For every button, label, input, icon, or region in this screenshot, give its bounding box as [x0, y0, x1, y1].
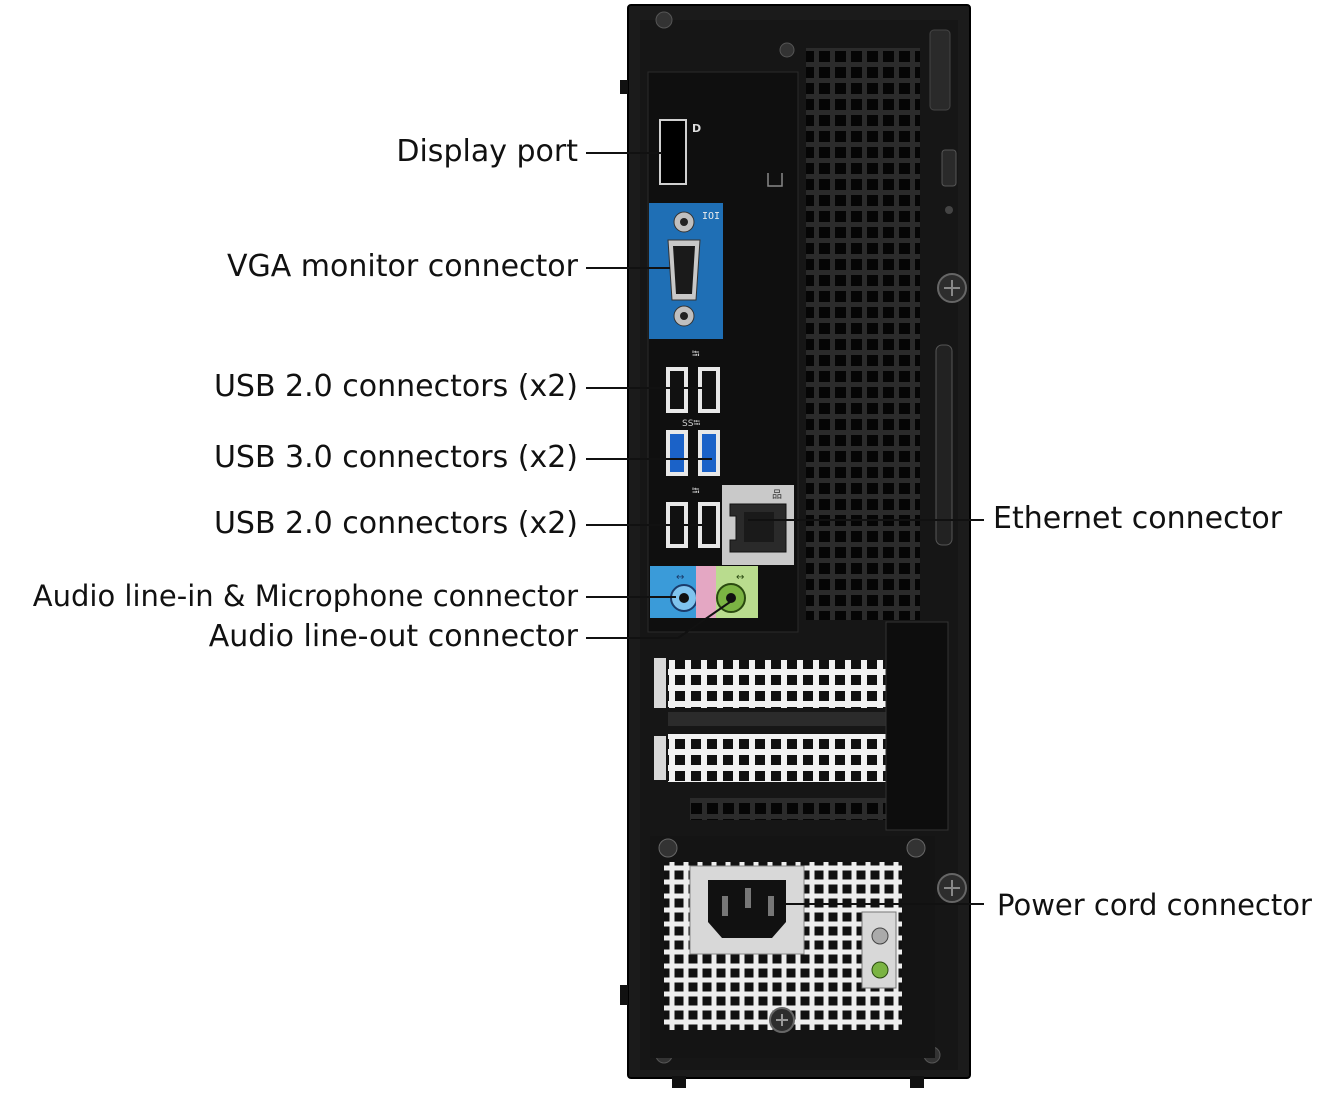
label-audio-in: Audio line-in & Microphone connector — [32, 579, 578, 613]
label-power: Power cord connector — [997, 888, 1312, 922]
network-icon: 品 — [772, 489, 782, 501]
leader-display-port — [586, 152, 662, 154]
leader-usb2-top — [586, 387, 712, 389]
line-in-icon: ↔ — [676, 572, 684, 583]
top-vent-grill — [806, 48, 920, 620]
usb3-ports[interactable]: SS⭾ — [666, 419, 720, 476]
expansion-slots — [648, 621, 949, 831]
monitor-icon: IOI — [702, 211, 720, 222]
usb2-top-ports[interactable]: ⭾ — [666, 349, 720, 413]
ss-usb-icon: SS⭾ — [682, 419, 700, 429]
audio-out-jack[interactable]: ↔ — [696, 566, 758, 618]
leader-power — [776, 903, 984, 905]
label-ethernet: Ethernet connector — [993, 501, 1283, 536]
usb-icon: ⭾ — [692, 349, 700, 360]
label-usb2-top: USB 2.0 connectors (x2) — [213, 369, 578, 404]
label-usb2-bottom: USB 2.0 connectors (x2) — [213, 506, 578, 541]
side-rail — [929, 29, 967, 903]
leader-audio-in — [586, 596, 676, 598]
label-usb3: USB 3.0 connectors (x2) — [213, 440, 578, 475]
label-audio-out: Audio line-out connector — [208, 619, 578, 654]
line-out-icon: ↔ — [736, 572, 744, 583]
leader-audio-out — [586, 601, 731, 639]
ethernet-port[interactable]: 品 — [722, 485, 794, 565]
display-port[interactable]: D — [659, 119, 783, 187]
psu-test-panel — [861, 911, 897, 989]
dp-logo-icon: D — [692, 122, 701, 135]
vga-connector[interactable]: IOI — [649, 203, 723, 339]
label-display-port: Display port — [396, 134, 578, 169]
audio-in-jack[interactable]: ↔ — [650, 566, 698, 618]
power-cord-socket[interactable] — [689, 865, 805, 955]
leader-ethernet — [748, 519, 984, 521]
leader-vga — [586, 267, 670, 269]
leader-usb3 — [586, 458, 712, 460]
padlock-icon — [945, 206, 953, 214]
label-vga: VGA monitor connector — [226, 249, 578, 284]
leader-usb2-bottom — [586, 524, 712, 526]
usb-icon: ⭾ — [692, 486, 700, 497]
